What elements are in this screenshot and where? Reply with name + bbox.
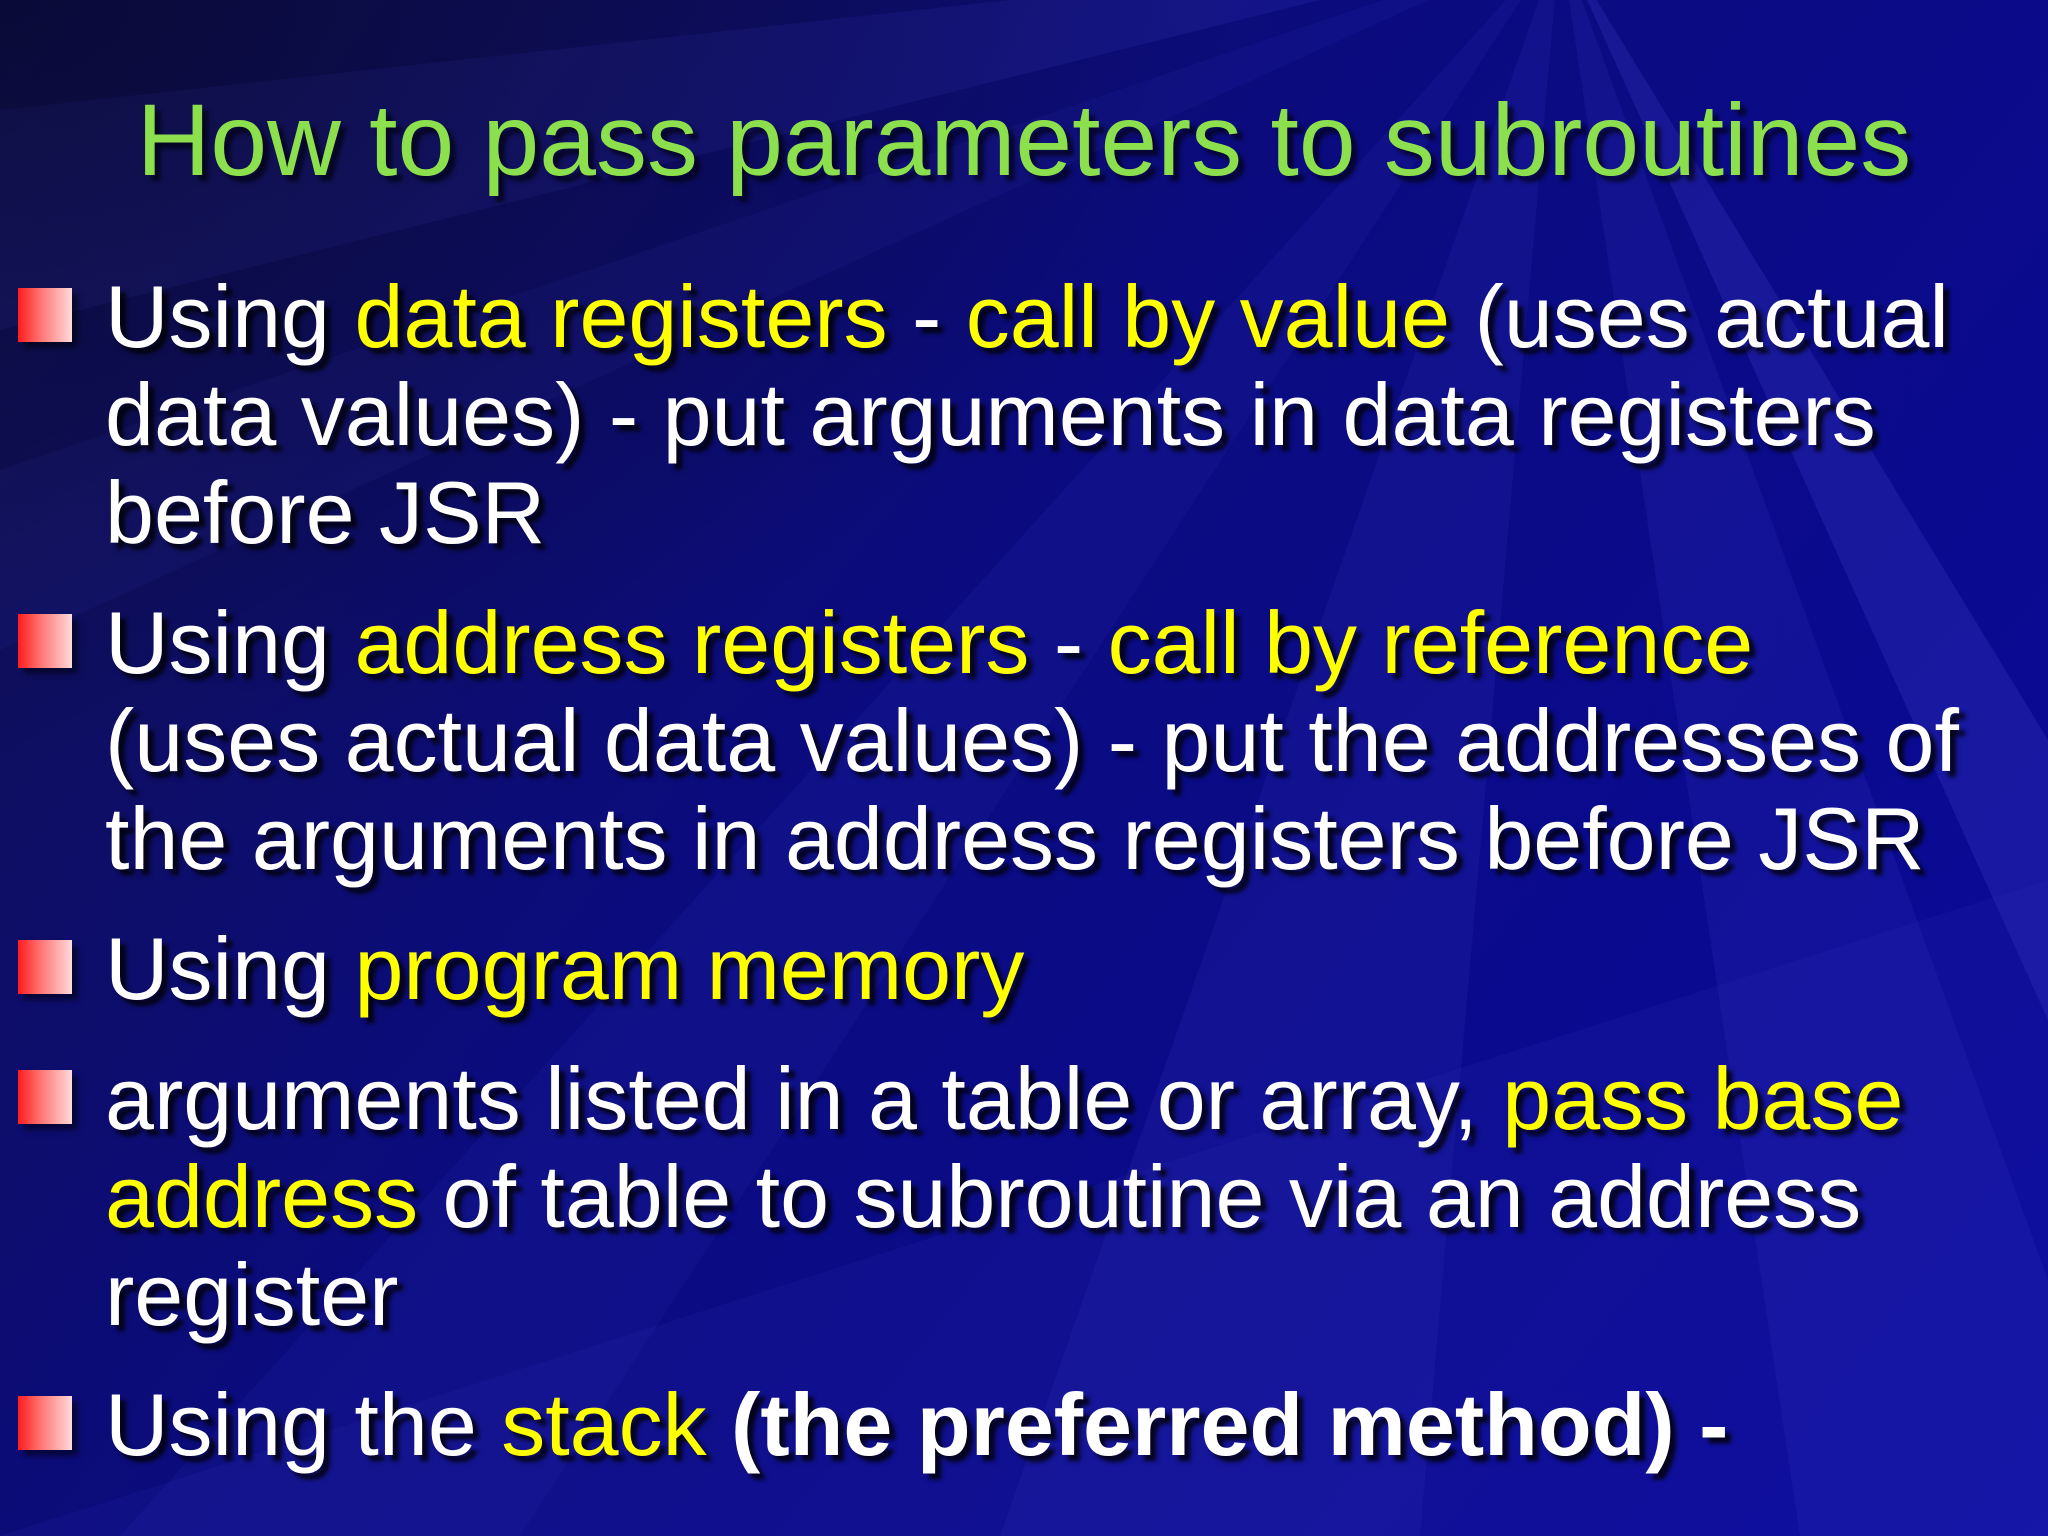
bullet-text: Using program memory: [105, 920, 1024, 1018]
bullet-text: arguments listed in a table or array, pa…: [105, 1050, 1903, 1344]
text-segment: (the preferred method) -: [706, 1375, 1729, 1474]
bullet-line: arguments listed in a table or array, pa…: [105, 1050, 1903, 1148]
bullet-line: Using data registers - call by value (us…: [105, 268, 1949, 366]
bullet-square-icon: [18, 940, 72, 994]
text-segment: program memory: [354, 919, 1025, 1018]
text-segment: of table to subroutine via an address: [418, 1147, 1862, 1246]
text-segment: stack: [501, 1375, 707, 1474]
text-segment: call by reference: [1107, 593, 1754, 692]
bullet-list: Using data registers - call by value (us…: [18, 268, 2040, 1506]
bullet-line: the arguments in address registers befor…: [105, 790, 1959, 888]
bullet-line: (uses actual data values) - put the addr…: [105, 692, 1959, 790]
text-segment: call by value: [965, 267, 1451, 366]
bullet-text: Using data registers - call by value (us…: [105, 268, 1949, 562]
bullet-line: register: [105, 1246, 1903, 1344]
text-segment: arguments listed in a table or array,: [105, 1049, 1503, 1148]
bullet-square-icon: [18, 288, 72, 342]
text-segment: Using: [105, 267, 355, 366]
text-segment: Using: [105, 919, 355, 1018]
text-segment: (uses actual: [1450, 267, 1949, 366]
bullet-line: data values) - put arguments in data reg…: [105, 366, 1949, 464]
text-segment: data values) - put arguments in data reg…: [105, 365, 1876, 464]
text-segment: register: [105, 1245, 399, 1344]
bullet-text: Using the stack (the preferred method) -: [105, 1376, 1728, 1474]
bullet-line: before JSR: [105, 464, 1949, 562]
bullet-line: address of table to subroutine via an ad…: [105, 1148, 1903, 1246]
text-segment: -: [887, 267, 966, 366]
text-segment: before JSR: [105, 463, 546, 562]
bullet-item: arguments listed in a table or array, pa…: [18, 1050, 2040, 1344]
bullet-line: Using program memory: [105, 920, 1024, 1018]
slide-title: How to pass parameters to subroutines: [136, 83, 1912, 197]
bullet-item: Using the stack (the preferred method) -: [18, 1376, 2040, 1474]
bullet-square-icon: [18, 614, 72, 668]
text-segment: the arguments in address registers befor…: [105, 789, 1925, 888]
text-segment: pass base: [1502, 1049, 1904, 1148]
bullet-item: Using program memory: [18, 920, 2040, 1018]
text-segment: address: [105, 1147, 419, 1246]
bullet-square-icon: [18, 1070, 72, 1124]
text-segment: Using: [105, 593, 355, 692]
text-segment: (uses actual data values) - put the addr…: [105, 691, 1959, 790]
text-segment: data registers: [354, 267, 888, 366]
bullet-item: Using data registers - call by value (us…: [18, 268, 2040, 562]
bullet-line: Using the stack (the preferred method) -: [105, 1376, 1728, 1474]
bullet-line: Using address registers - call by refere…: [105, 594, 1959, 692]
text-segment: Using the: [105, 1375, 502, 1474]
bullet-square-icon: [18, 1396, 72, 1450]
text-segment: address registers: [354, 593, 1030, 692]
text-segment: -: [1029, 593, 1108, 692]
bullet-text: Using address registers - call by refere…: [105, 594, 1959, 888]
bullet-item: Using address registers - call by refere…: [18, 594, 2040, 888]
